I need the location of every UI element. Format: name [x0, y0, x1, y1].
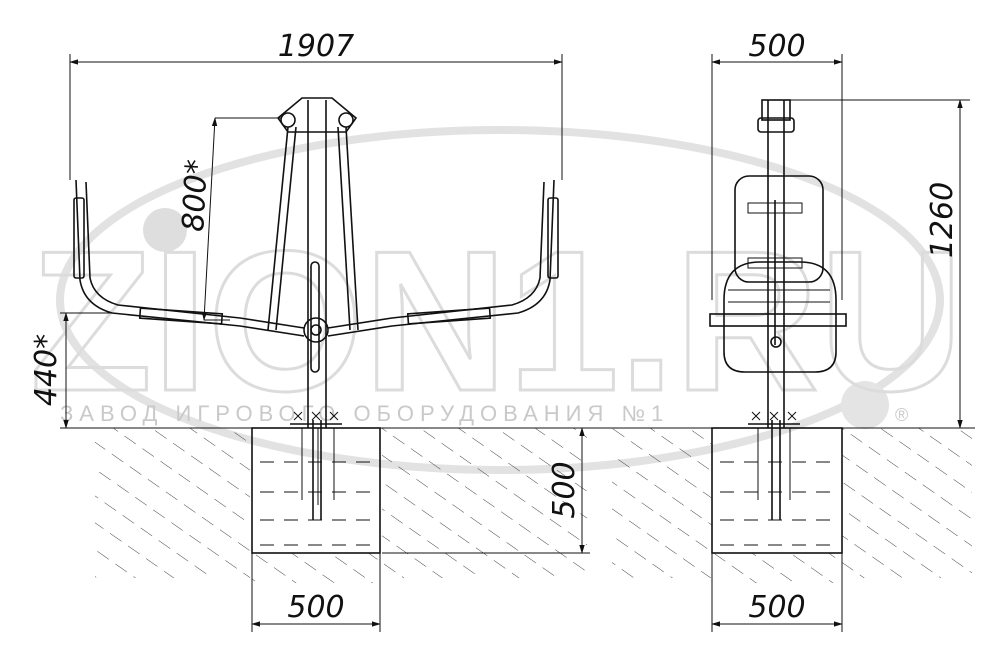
dimension-foundation-depth: 500 [547, 461, 582, 518]
front-foundation [251, 420, 381, 554]
dimension-arm-height: 800* [176, 159, 215, 233]
dimension-side-height: 1260 [925, 182, 960, 258]
watermark: ZION1.RU ЗАВОД ИГРОВОГО ОБОРУДОВАНИЯ №1 … [29, 126, 965, 474]
dimension-front-width: 1907 [278, 29, 354, 64]
dimensions: 1907 800* 440* 500 500 500 1260 500 [29, 29, 970, 632]
dimension-front-foundation-width: 500 [287, 590, 344, 625]
ground-section [60, 427, 975, 583]
dimension-side-width: 500 [748, 29, 805, 64]
dimension-side-foundation-width: 500 [748, 590, 805, 625]
watermark-tagline: ЗАВОД ИГРОВОГО ОБОРУДОВАНИЯ №1 [60, 401, 669, 426]
dimension-seat-height: 440* [29, 334, 64, 406]
side-foundation [711, 420, 843, 554]
watermark-registered-mark: ® [895, 405, 908, 425]
side-view-equipment [709, 99, 847, 428]
